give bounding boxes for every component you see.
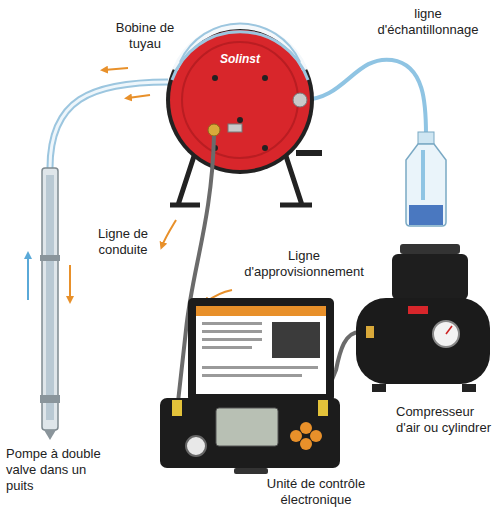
air-compressor-part — [356, 298, 490, 384]
control-unit-part — [202, 330, 262, 333]
brand-logo: Solinst — [205, 52, 275, 66]
bladder-pump-part — [42, 168, 58, 430]
pump-hose-part — [50, 82, 168, 168]
flow-arrows-part — [162, 220, 176, 246]
part-label: Ligne d'approvisionnement — [238, 248, 370, 280]
control-unit-part — [318, 400, 328, 416]
control-unit-part — [300, 422, 312, 434]
control-unit-part — [172, 400, 182, 416]
control-unit-part — [202, 366, 318, 369]
air-compressor-part — [400, 244, 460, 254]
hose-reel — [166, 23, 314, 174]
part-label: Pompe à double valve dans un puits — [6, 446, 110, 494]
flow-arrows-part — [69, 265, 71, 300]
bladder-pump-part — [40, 395, 60, 403]
pump-hose — [50, 82, 168, 168]
control-unit-part — [290, 430, 302, 442]
flow-arrows-part — [104, 68, 128, 70]
part-label: Unité de contrôle électronique — [250, 476, 382, 508]
part-label: Bobine de tuyau — [104, 20, 186, 52]
part-label: ligne d'échantillonnage — [368, 6, 488, 38]
control-unit — [160, 298, 340, 474]
air-compressor-part — [446, 326, 452, 334]
sample-line — [302, 60, 426, 135]
sample-bottle-part — [418, 132, 434, 144]
hose-reel-part — [237, 117, 243, 123]
air-compressor-part — [408, 306, 428, 314]
control-unit-part — [202, 374, 302, 377]
sample-bottle-part — [406, 144, 446, 226]
control-unit-part — [310, 430, 322, 442]
control-unit-part — [196, 306, 326, 394]
control-unit-part — [186, 436, 206, 456]
hose-reel-part — [262, 75, 268, 81]
flow-arrows-part — [27, 255, 29, 300]
pump-hose-part — [50, 82, 168, 168]
reel-stand-part — [296, 150, 322, 156]
control-unit-part — [202, 338, 262, 341]
bladder-pump-part — [44, 430, 56, 440]
flow-arrows-part — [128, 95, 150, 98]
control-unit-part — [202, 322, 262, 325]
sample-bottle — [406, 132, 446, 226]
sample-bottle-part — [409, 205, 443, 225]
hose-reel-part — [182, 42, 298, 158]
control-unit-part — [216, 408, 278, 446]
bladder-pump-part — [40, 255, 60, 261]
air-compressor-part — [462, 384, 476, 392]
hose-reel-part — [172, 32, 308, 80]
sample-line-part — [302, 60, 426, 135]
control-unit-part — [196, 306, 326, 316]
hose-reel-part — [262, 145, 268, 151]
control-unit-part — [188, 298, 334, 402]
control-unit-part — [272, 322, 320, 358]
air-compressor-part — [433, 321, 459, 347]
control-unit-part — [234, 468, 268, 474]
sample-bottle-part — [421, 150, 425, 200]
control-unit-part — [202, 346, 252, 349]
hose-reel-part — [293, 93, 307, 107]
control-unit-part — [300, 438, 312, 450]
hose-reel-part — [228, 124, 242, 132]
air-compressor-part — [366, 326, 374, 338]
air-compressor-part — [372, 384, 386, 392]
hose-reel-part — [170, 30, 310, 170]
air-compressor — [356, 244, 490, 392]
hose-reel-part — [208, 124, 220, 136]
bladder-pump — [40, 168, 60, 440]
bladder-pump-part — [46, 175, 54, 420]
air-compressor-part — [392, 254, 468, 300]
part-label: Compresseur d'air ou cylindrer — [396, 404, 492, 436]
control-unit-part — [160, 398, 340, 468]
hose-reel-part — [212, 75, 218, 81]
part-label: Ligne de conduite — [84, 226, 162, 258]
